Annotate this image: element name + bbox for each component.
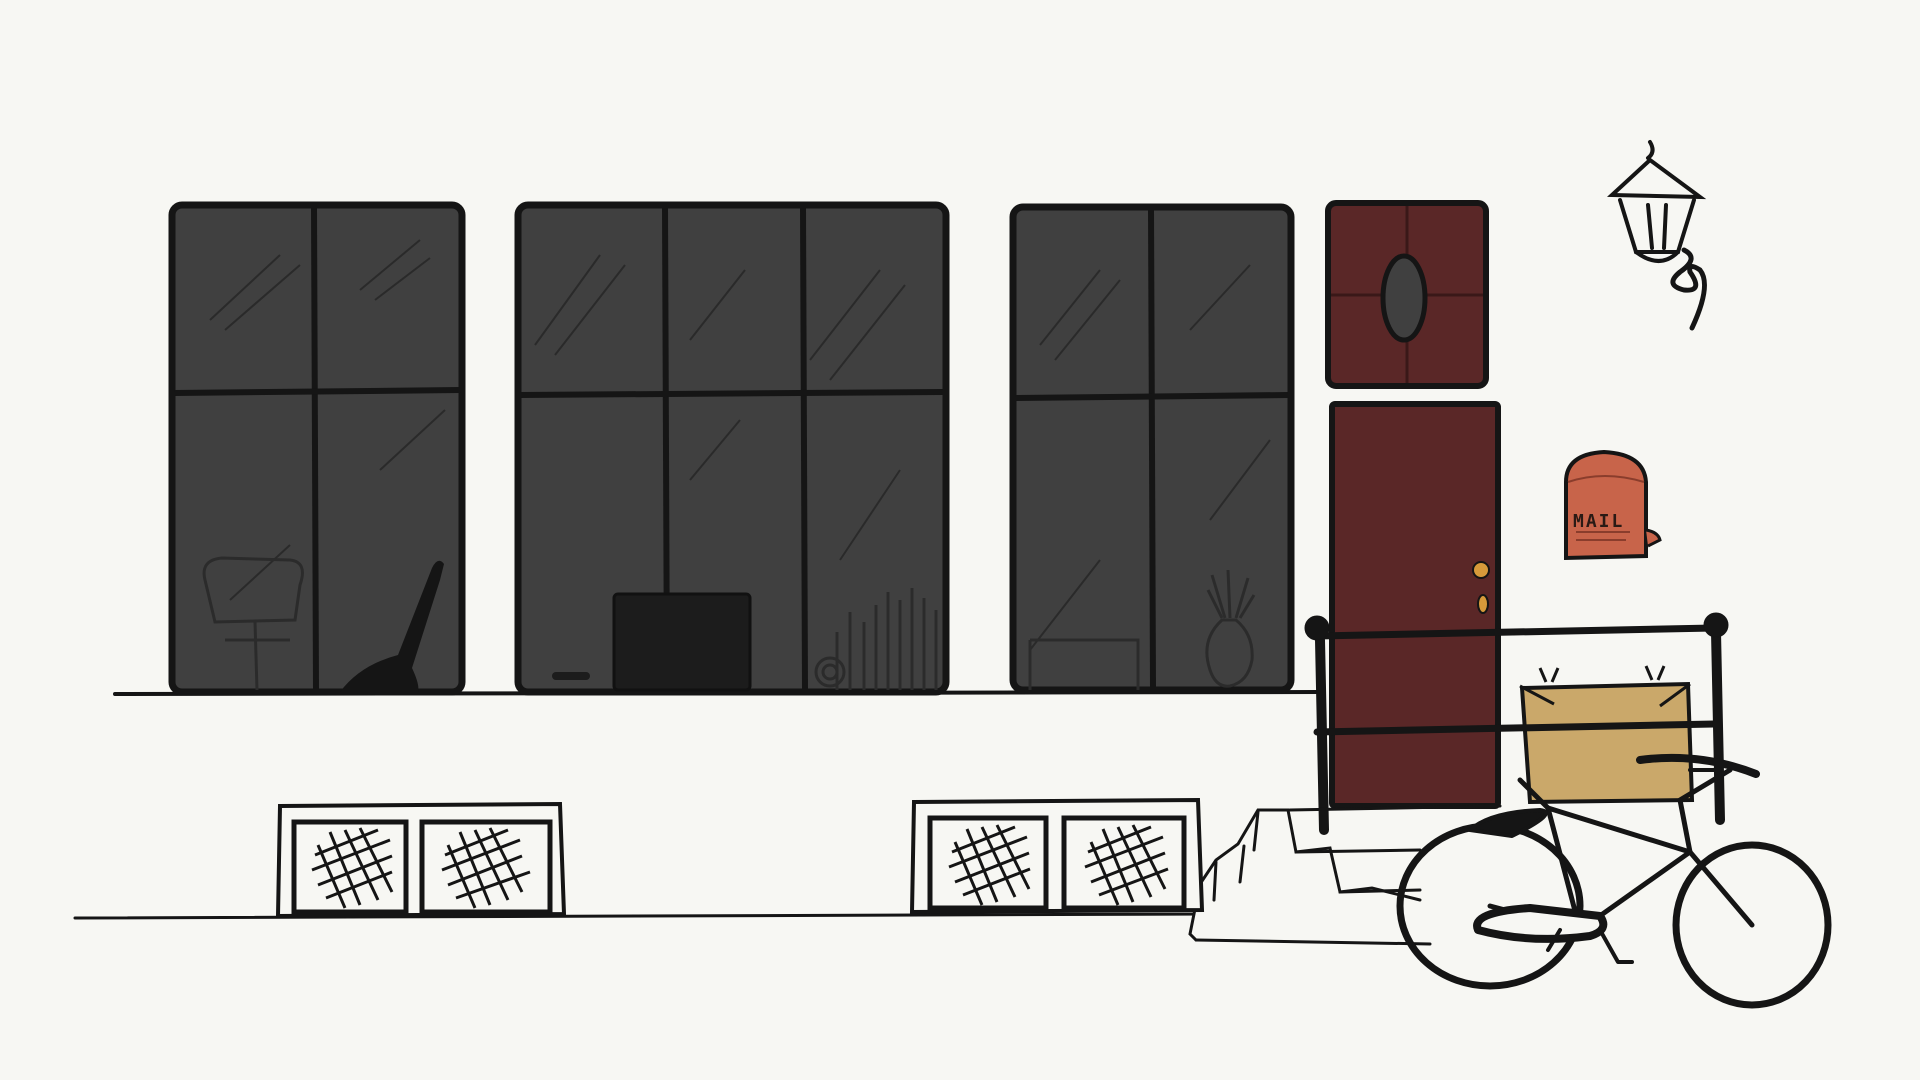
books-silhouette xyxy=(814,588,938,690)
grate-hatching xyxy=(311,827,531,909)
frying-pan-icon xyxy=(340,560,444,692)
mailbox-label: MAIL xyxy=(1573,511,1624,532)
remote-silhouette xyxy=(552,672,590,680)
bicycle-front-wheel xyxy=(1672,841,1832,1009)
transom-porthole xyxy=(1380,253,1428,343)
parcel-box-icon xyxy=(1519,665,1695,805)
bicycle-saddle xyxy=(1468,808,1548,838)
left-window xyxy=(168,201,466,696)
center-window xyxy=(514,201,950,696)
door-knob[interactable] xyxy=(1472,561,1490,579)
front-door[interactable] xyxy=(1329,401,1501,809)
chair-silhouette xyxy=(202,556,304,691)
stairs-icon xyxy=(1188,804,1502,946)
bicycle-chainguard xyxy=(1473,904,1608,943)
bicycle-icon xyxy=(1396,753,1832,1009)
glass-reflections xyxy=(534,254,906,561)
monitor-silhouette xyxy=(612,592,752,692)
glass-reflections xyxy=(1029,264,1271,651)
door-transom xyxy=(1325,200,1489,389)
railing-icon xyxy=(1304,612,1729,835)
table-silhouette xyxy=(1028,638,1140,690)
basement-window-left xyxy=(275,801,567,919)
basement-window-right xyxy=(909,797,1205,915)
mailbox-icon[interactable]: MAIL xyxy=(1564,449,1662,561)
glass-reflections xyxy=(209,239,446,601)
grate-hatching xyxy=(948,824,1169,906)
keyhole-icon xyxy=(1477,594,1489,614)
right-window xyxy=(1009,203,1295,694)
vase-icon xyxy=(1205,569,1256,688)
wall-lantern-icon xyxy=(1606,140,1707,331)
